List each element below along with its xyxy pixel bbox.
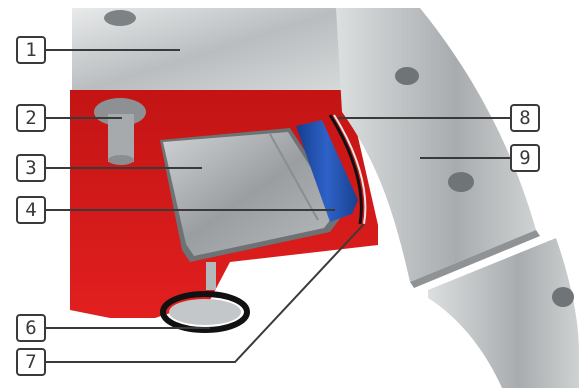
lube-pin [206,262,216,290]
callout-3: 3 [16,154,46,182]
callout-4: 4 [16,196,46,224]
bolt-pin-bottom [108,155,134,165]
outer-ring-hole-3 [552,287,574,307]
outer-ring-hole-1 [395,67,419,85]
bolt-pin-2 [108,114,134,162]
callout-8: 8 [510,104,540,132]
callout-6: 6 [16,314,46,342]
callout-1: 1 [16,36,46,64]
callout-2: 2 [16,104,46,132]
callout-7: 7 [16,348,46,376]
housing-top-hole [104,10,136,26]
outer-ring-hole-2 [448,172,474,192]
callout-9: 9 [510,144,540,172]
o-ring-inner [169,299,241,325]
